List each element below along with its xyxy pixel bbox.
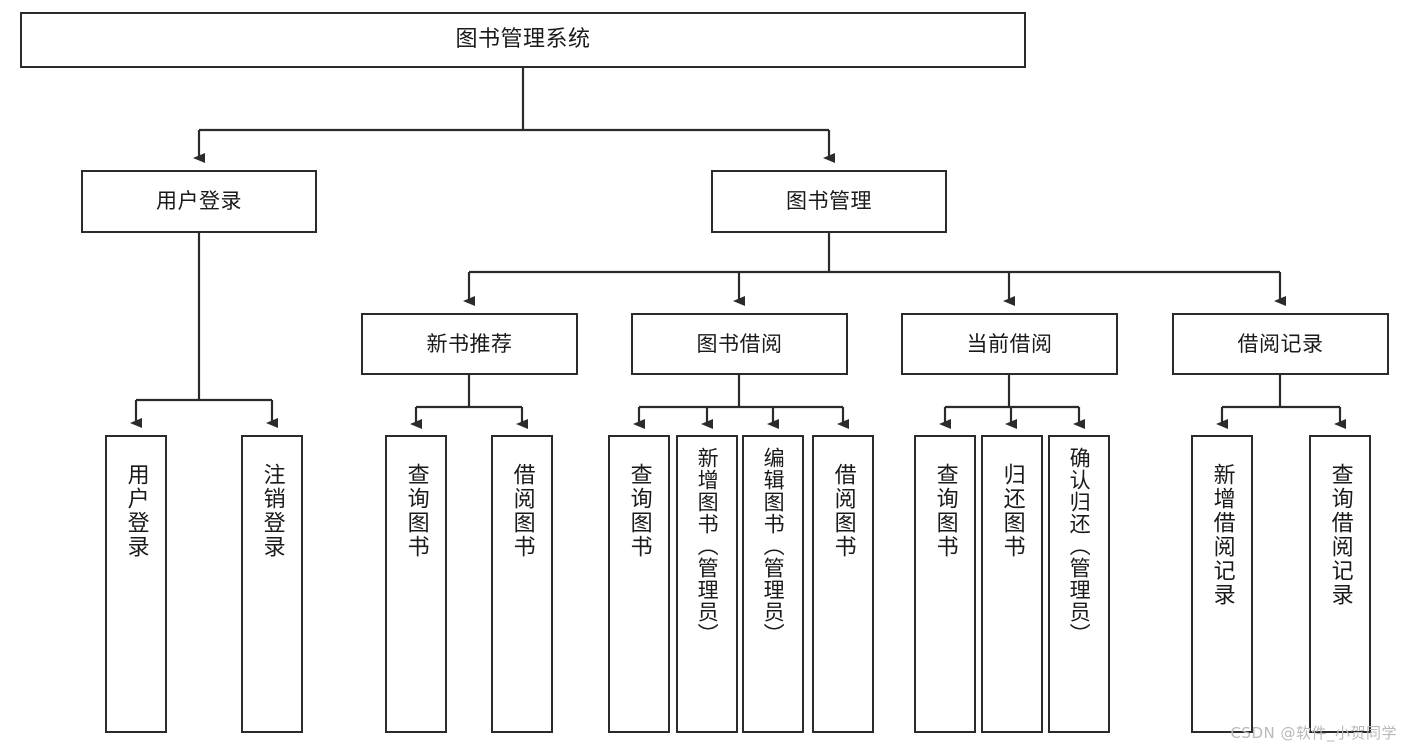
node-borrow-record[interactable]: 借阅记录 <box>1172 313 1389 375</box>
node-root-label: 图书管理系统 <box>455 27 591 53</box>
node-current-borrow[interactable]: 当前借阅 <box>901 313 1118 375</box>
leaf-record-query-label: 查询借阅记录 <box>1327 463 1353 607</box>
node-user-login[interactable]: 用户登录 <box>81 170 317 233</box>
node-book-management-label: 图书管理 <box>786 189 872 214</box>
leaf-user-login-logout[interactable]: 注销登录 <box>241 435 303 733</box>
leaf-borrow-add-book-label: 新增图书（管理员） <box>695 447 720 645</box>
node-new-book-recommend[interactable]: 新书推荐 <box>361 313 578 375</box>
node-current-borrow-label: 当前借阅 <box>966 331 1053 356</box>
leaf-borrow-edit-book-label: 编辑图书（管理员） <box>761 447 786 645</box>
leaf-borrow-add-book[interactable]: 新增图书（管理员） <box>676 435 738 733</box>
leaf-new-book-borrow-label: 借阅图书 <box>509 463 535 559</box>
csdn-watermark: CSDN @软件_小贺同学 <box>1230 724 1397 742</box>
leaf-record-query[interactable]: 查询借阅记录 <box>1309 435 1371 733</box>
node-user-login-label: 用户登录 <box>156 189 242 214</box>
node-new-book-recommend-label: 新书推荐 <box>426 331 513 356</box>
leaf-record-add[interactable]: 新增借阅记录 <box>1191 435 1253 733</box>
leaf-current-return-book[interactable]: 归还图书 <box>981 435 1043 733</box>
leaf-current-confirm-return[interactable]: 确认归还（管理员） <box>1048 435 1110 733</box>
leaf-user-login-login[interactable]: 用户登录 <box>105 435 167 733</box>
node-borrow-record-label: 借阅记录 <box>1237 331 1324 356</box>
leaf-borrow-borrow-book-label: 借阅图书 <box>830 463 856 559</box>
node-book-borrow[interactable]: 图书借阅 <box>631 313 848 375</box>
leaf-current-query-book[interactable]: 查询图书 <box>914 435 976 733</box>
leaf-borrow-edit-book[interactable]: 编辑图书（管理员） <box>742 435 804 733</box>
leaf-user-login-logout-label: 注销登录 <box>259 463 285 559</box>
leaf-record-add-label: 新增借阅记录 <box>1209 463 1235 607</box>
leaf-current-query-book-label: 查询图书 <box>932 463 958 559</box>
node-book-management[interactable]: 图书管理 <box>711 170 947 233</box>
leaf-borrow-query-book-label: 查询图书 <box>626 463 652 559</box>
node-root[interactable]: 图书管理系统 <box>20 12 1026 68</box>
leaf-new-book-query-label: 查询图书 <box>403 463 429 559</box>
leaf-user-login-login-label: 用户登录 <box>123 463 149 559</box>
leaf-borrow-query-book[interactable]: 查询图书 <box>608 435 670 733</box>
node-book-borrow-label: 图书借阅 <box>696 331 783 356</box>
leaf-new-book-borrow[interactable]: 借阅图书 <box>491 435 553 733</box>
leaf-current-return-book-label: 归还图书 <box>999 463 1025 559</box>
leaf-borrow-borrow-book[interactable]: 借阅图书 <box>812 435 874 733</box>
leaf-new-book-query[interactable]: 查询图书 <box>385 435 447 733</box>
leaf-current-confirm-return-label: 确认归还（管理员） <box>1067 447 1092 645</box>
